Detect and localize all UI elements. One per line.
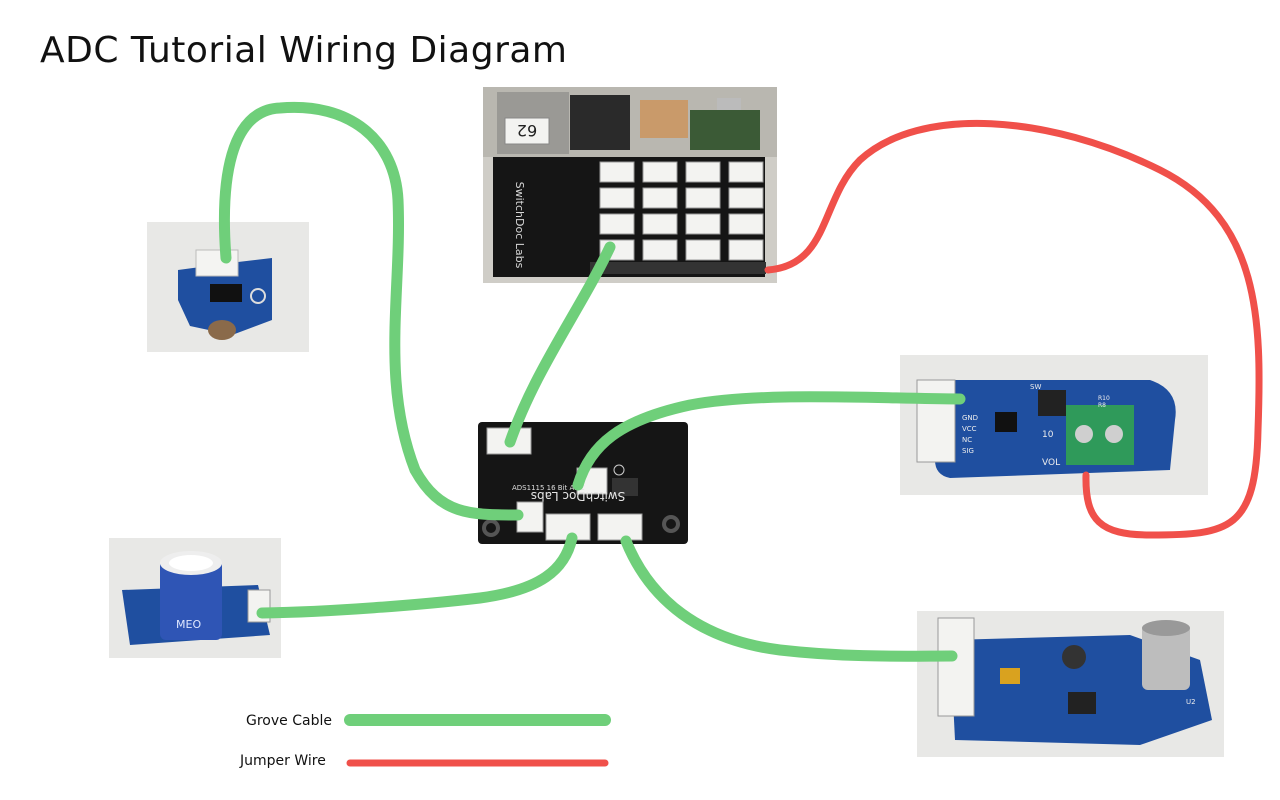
adc-brand-label: SwitchDoc Labs: [531, 489, 626, 503]
air-quality-sensor-module: MEO: [109, 538, 281, 658]
adc-model-label: ADS1115 16 Bit ADC: [512, 484, 585, 492]
voltage-pin-nc: NC: [962, 436, 972, 444]
voltage-sw-label: SW: [1030, 383, 1041, 391]
pi-grove-connector: [685, 213, 721, 235]
gas-sensor-module: U2: [917, 611, 1224, 757]
grove-cable-gas-sensor: [620, 535, 958, 662]
pi-grove-connector: [685, 161, 721, 183]
voltage-pin-sig: SIG: [962, 447, 974, 455]
diagram-title: ADC Tutorial Wiring Diagram: [40, 30, 568, 71]
pi-grove-connector: [728, 187, 764, 209]
voltage-r10-label: R10: [1098, 395, 1110, 402]
pi-grove-connector: [599, 213, 635, 235]
wire-layer: [219, 101, 1263, 662]
pi-grove-connector: [642, 161, 678, 183]
legend-grove-label: Grove Cable: [246, 713, 332, 729]
pi-grove-connector: [599, 187, 635, 209]
voltage-pin-vcc: VCC: [962, 425, 977, 433]
voltage-ratio-label: 10: [1042, 430, 1054, 440]
pi-grove-connector: [685, 187, 721, 209]
jumper-wire-pi-to-voltage: [764, 119, 1263, 539]
pi-grove-connector: [642, 187, 678, 209]
pi-grove-connector: [728, 239, 764, 261]
grove-cable-air-quality: [256, 532, 578, 619]
pi-grove-connector: [642, 213, 678, 235]
voltage-divider-module: 10 VOL SW GND VCC NC SIG R10 R8: [900, 355, 1208, 495]
gas-chip-label: U2: [1186, 698, 1196, 706]
voltage-vol-label: VOL: [1042, 458, 1060, 468]
pi-grove-connector: [685, 239, 721, 261]
pi-grove-connector: [599, 161, 635, 183]
raspberry-pi-board: 62 SwitchDoc Labs: [483, 87, 777, 283]
grove-cable-light-sensor: [219, 101, 524, 521]
legend-jumper-label: Jumper Wire: [240, 753, 326, 769]
mq-sensor-text: MEO: [176, 618, 201, 631]
pi-grove-connector: [728, 213, 764, 235]
pi-grove-connector: [642, 239, 678, 261]
pi-number-label: 62: [517, 121, 537, 140]
pi-board-text: SwitchDoc Labs: [513, 182, 526, 269]
voltage-r8-label: R8: [1098, 402, 1106, 409]
pi-grove-connector: [728, 161, 764, 183]
grove-cable-pi-to-adc: [504, 241, 616, 448]
voltage-pin-gnd: GND: [962, 414, 978, 422]
grove-cable-voltage-divider: [572, 391, 966, 491]
